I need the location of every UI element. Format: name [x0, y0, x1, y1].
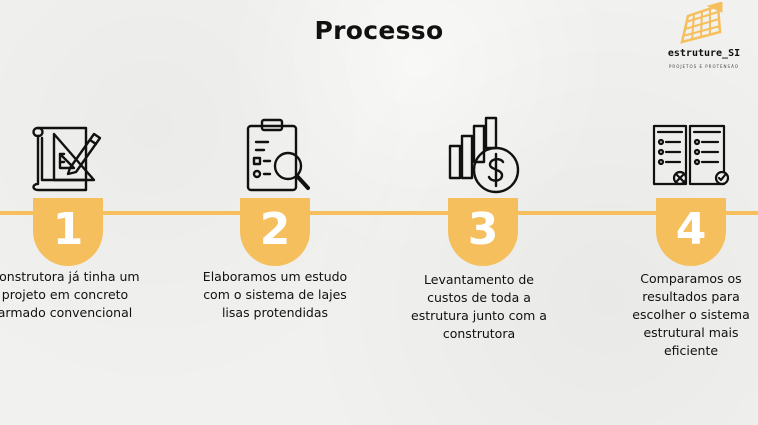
- logo-name: estruture_SI: [667, 48, 741, 59]
- compare-checklists-icon: [650, 114, 730, 194]
- step-4-description: Comparamos os resultados para escolher o…: [632, 271, 750, 358]
- clipboard-search-icon: [238, 114, 318, 194]
- step-3-number-badge: [448, 198, 518, 266]
- step-2-number-badge: [240, 198, 310, 266]
- step-3-description: Levantamento de custos de toda a estrutu…: [411, 272, 547, 341]
- step-1-number-badge: [33, 198, 103, 266]
- step-2-number: 2: [259, 204, 291, 255]
- building-grid-icon: [680, 2, 723, 44]
- company-logo: estruture_SI PROJETOS E PROTENSÃO: [658, 2, 754, 72]
- page-title: Processo: [314, 16, 444, 45]
- step-4-number-badge: [656, 198, 726, 266]
- step-1-description: Construtora já tinha um projeto em concr…: [0, 269, 140, 320]
- step-3-number: 3: [467, 204, 499, 255]
- step-1-number: 1: [52, 204, 84, 255]
- step-4-number: 4: [675, 204, 707, 255]
- logo-subtitle: PROJETOS E PROTENSÃO: [669, 64, 739, 69]
- bar-chart-dollar-icon: [444, 114, 524, 194]
- timeline-band: [0, 211, 758, 215]
- step-2-description: Elaboramos um estudo com o sistema de la…: [202, 269, 348, 320]
- blueprint-ruler-icon: [28, 114, 108, 194]
